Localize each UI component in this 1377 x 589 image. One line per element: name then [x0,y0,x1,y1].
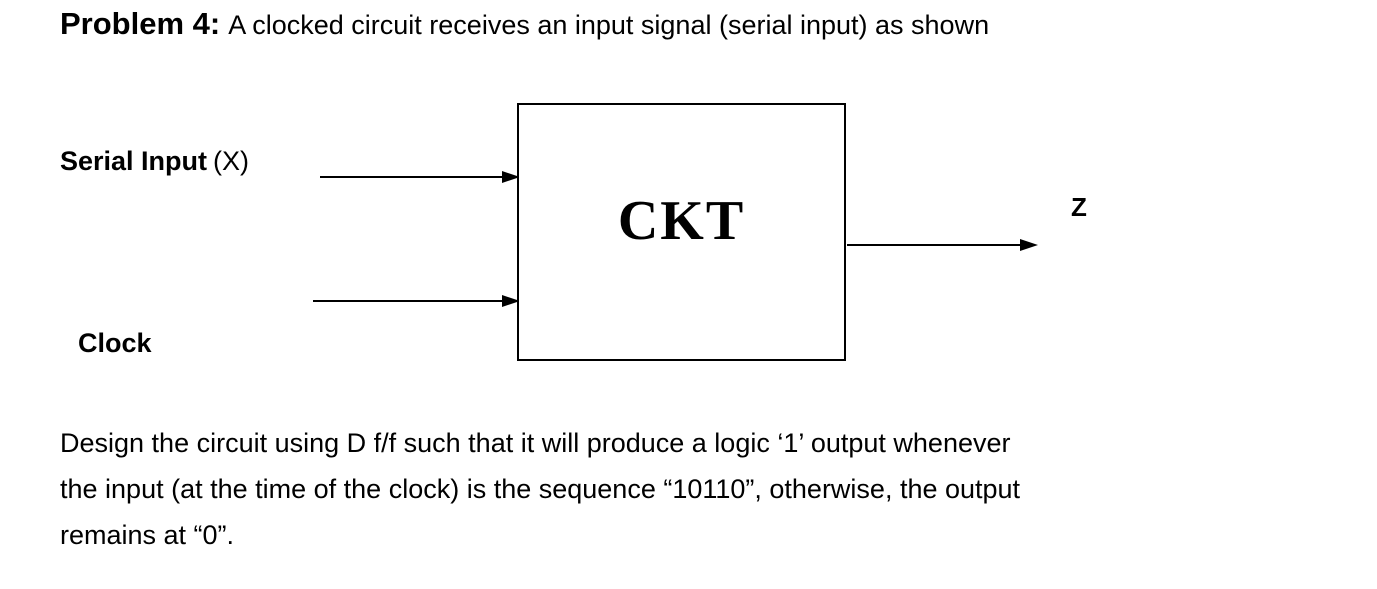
problem-description-line: remains at “0”. [60,520,235,550]
output-arrowhead-icon [1020,239,1038,251]
serial-input-arrow-shaft [320,176,502,178]
serial-input-label: Serial Input(X) [60,146,249,177]
clock-label: Clock [78,328,152,358]
serial-input-label-text: Serial Input [60,146,208,176]
serial-input-arrowhead-icon [502,171,520,183]
ckt-box: CKT [517,103,846,361]
ckt-box-label: CKT [617,190,746,252]
problem-title-text: A clocked circuit receives an input sign… [228,10,990,40]
serial-input-symbol: (X) [213,146,250,176]
problem-title: Problem 4:A clocked circuit receives an … [60,6,989,42]
problem-description: Design the circuit using D f/f such that… [60,420,1340,558]
output-label: Z [1071,192,1087,222]
problem-description-line: Design the circuit using D f/f such that… [60,428,1011,458]
problem-description-line: the input (at the time of the clock) is … [60,474,1021,504]
output-arrow-shaft [847,244,1020,246]
serial-input-arrow [320,170,520,184]
output-arrow [847,238,1038,252]
clock-arrowhead-icon [502,295,520,307]
clock-arrow [313,294,520,308]
clock-arrow-shaft [313,300,502,302]
problem-number-label: Problem 4: [60,6,221,41]
